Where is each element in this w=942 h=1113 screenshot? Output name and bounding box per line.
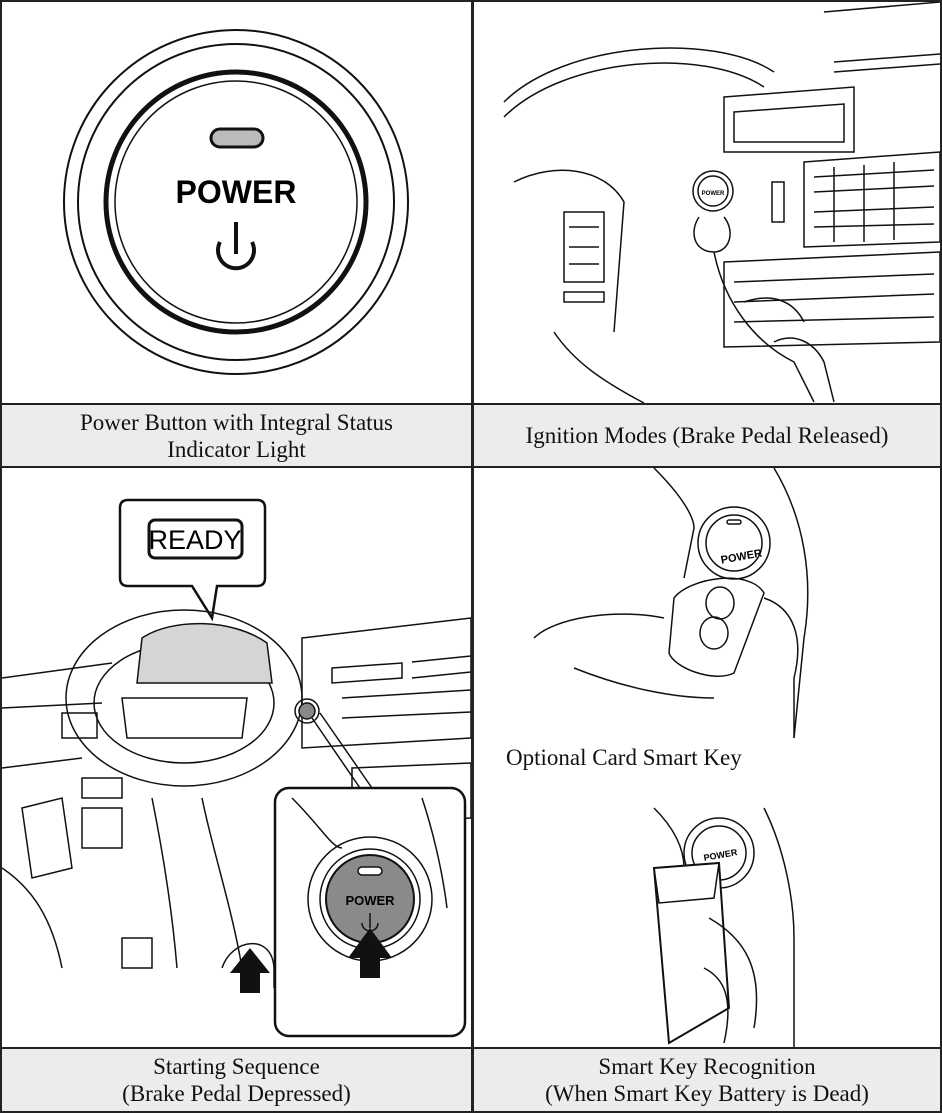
caption-line: Indicator Light <box>167 436 306 463</box>
divider-vertical <box>471 0 474 1113</box>
caption-line: Ignition Modes (Brake Pedal Released) <box>526 422 889 449</box>
caption-smart-key: Smart Key Recognition (When Smart Key Ba… <box>474 1049 940 1111</box>
small-power-label: POWER <box>702 191 725 197</box>
dashboard-sketch: POWER <box>474 2 940 403</box>
caption-power-button: Power Button with Integral Status Indica… <box>2 405 471 466</box>
power-label: POWER <box>176 174 297 210</box>
power-label-card: POWER <box>703 847 739 863</box>
optional-card-caption: Optional Card Smart Key <box>506 745 742 771</box>
caption-line: Starting Sequence <box>153 1053 320 1080</box>
caption-line: (Brake Pedal Depressed) <box>122 1080 351 1107</box>
divider-row-2 <box>0 466 942 468</box>
ignition-illustration: POWER <box>474 2 940 403</box>
caption-line: Smart Key Recognition <box>598 1053 815 1080</box>
divider-row-1 <box>0 403 942 405</box>
smart-key-illustration: POWER POWER Optional Card Smart Key <box>474 468 940 1047</box>
power-button-illustration: POWER <box>2 2 471 403</box>
border-left <box>0 0 2 1113</box>
caption-starting-sequence: Starting Sequence (Brake Pedal Depressed… <box>2 1049 471 1111</box>
starting-sequence-illustration: READY POWER <box>2 468 471 1047</box>
caption-ignition-modes: Ignition Modes (Brake Pedal Released) <box>474 405 940 466</box>
power-button-icon: POWER <box>2 2 471 403</box>
caption-line: Power Button with Integral Status <box>80 409 393 436</box>
ready-label: READY <box>148 525 241 555</box>
divider-row-3 <box>0 1047 942 1049</box>
dashboard-sketch: READY POWER <box>2 468 471 1047</box>
power-label-key: POWER <box>720 548 763 567</box>
power-label-small: POWER <box>345 893 395 908</box>
caption-line: (When Smart Key Battery is Dead) <box>545 1080 869 1107</box>
